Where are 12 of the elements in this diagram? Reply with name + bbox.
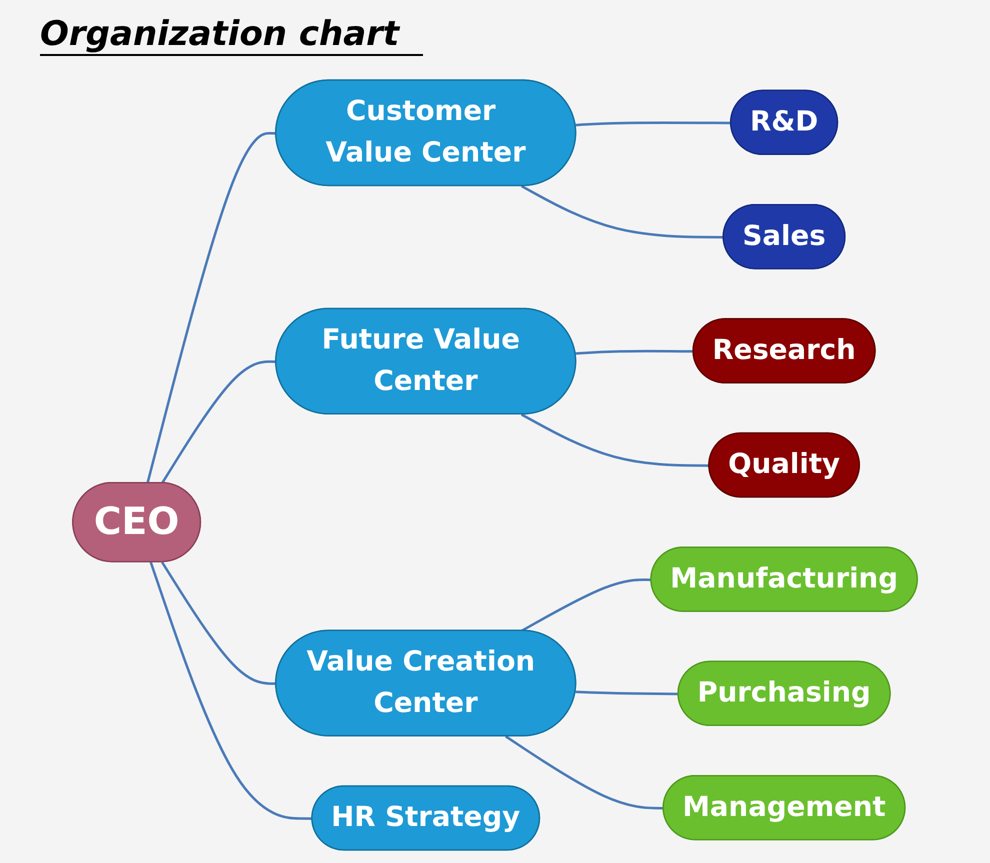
connector bbox=[576, 350, 694, 355]
connector bbox=[161, 562, 276, 685]
connector bbox=[576, 690, 679, 696]
connector bbox=[146, 132, 276, 484]
chart-title: Organization chart bbox=[40, 14, 424, 56]
connector bbox=[520, 578, 652, 632]
connector bbox=[161, 360, 276, 484]
connector bbox=[150, 562, 313, 820]
connector bbox=[520, 184, 724, 238]
connector bbox=[576, 122, 732, 126]
connector bbox=[504, 735, 664, 810]
connector bbox=[520, 413, 710, 467]
